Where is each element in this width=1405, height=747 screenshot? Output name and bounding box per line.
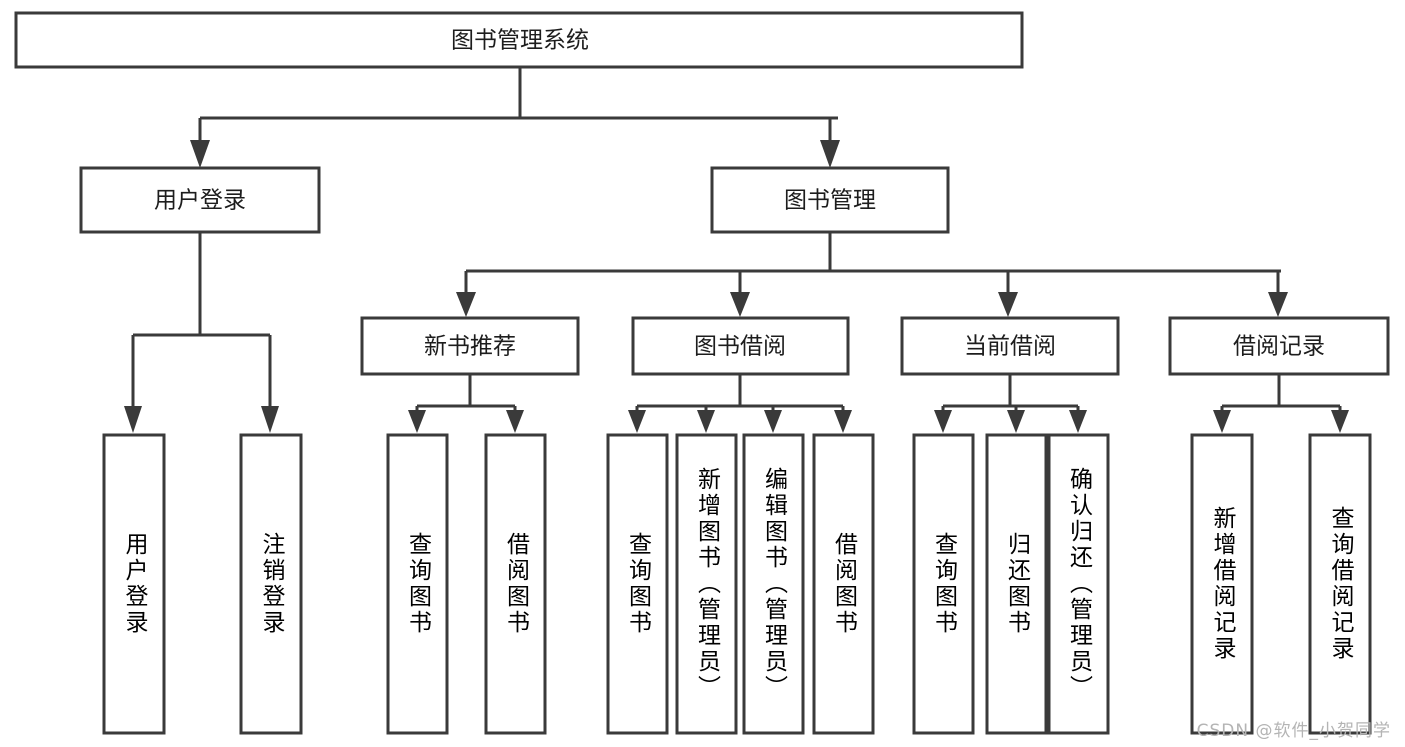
node-root-label: 图书管理系统 [451,28,589,54]
leaf-confirm-return[interactable]: 确认归还（管理员） [1047,433,1110,735]
leaf-user-login-box[interactable] [102,433,166,735]
leaf-return-book-label: 归还图书 [1003,532,1030,636]
leaf-borrow-book-2-box[interactable] [812,433,875,735]
node-user-login[interactable]: 用户登录 [79,166,321,234]
arrow-head-logout-leaf [261,406,279,433]
leaf-query-book-1-label: 查询图书 [404,532,431,636]
leaf-add-record-label: 新增借阅记录 [1209,506,1235,662]
leaf-borrow-book-1[interactable]: 借阅图书 [484,433,547,735]
arrow-head-edit-book [764,410,782,433]
leaf-confirm-return-textwrap: 确认归还（管理员） [1065,467,1092,701]
node-book-borrow[interactable]: 图书借阅 [631,316,850,376]
leaf-add-record-textwrap: 新增借阅记录 [1209,506,1235,662]
arrow-head-query-book-2 [628,410,646,433]
leaf-query-book-1[interactable]: 查询图书 [386,433,449,735]
leaf-query-book-1-textwrap: 查询图书 [404,532,431,636]
arrow-head-to-user-login [190,140,210,168]
leaf-query-book-1-box[interactable] [386,433,449,735]
node-new-book-rec-label: 新书推荐 [424,334,516,360]
leaf-add-record-box[interactable] [1190,433,1254,735]
node-user-login-box[interactable] [79,166,321,234]
node-book-borrow-box[interactable] [631,316,850,376]
arrow-head-to-current-borrow [998,292,1018,317]
leaf-query-book-2[interactable]: 查询图书 [606,433,669,735]
leaf-add-record[interactable]: 新增借阅记录 [1190,433,1254,735]
leaf-borrow-book-1-label: 借阅图书 [502,532,529,636]
leaf-edit-book-label: 编辑图书（管理员） [760,467,787,701]
node-book-mgmt-box[interactable] [710,166,950,234]
leaf-user-login-textwrap: 用户登录 [121,532,147,636]
arrow-head-borrow-book-2 [834,410,852,433]
node-book-borrow-label: 图书借阅 [694,334,786,360]
leaf-query-book-2-textwrap: 查询图书 [624,532,651,636]
node-borrow-record[interactable]: 借阅记录 [1168,316,1390,376]
node-root[interactable]: 图书管理系统 [14,11,1024,69]
node-new-book-rec-box[interactable] [360,316,580,376]
node-new-book-rec[interactable]: 新书推荐 [360,316,580,376]
leaf-query-book-3-textwrap: 查询图书 [930,532,957,636]
leaf-return-book-textwrap: 归还图书 [1003,532,1030,636]
node-borrow-record-box[interactable] [1168,316,1390,376]
arrow-head-add-book [697,410,715,433]
leaf-borrow-book-2[interactable]: 借阅图书 [812,433,875,735]
leaf-confirm-return-box[interactable] [1047,433,1110,735]
leaf-confirm-return-label: 确认归还（管理员） [1065,467,1092,701]
arrow-head-borrow-book-1 [506,410,524,433]
leaf-query-record-label: 查询借阅记录 [1327,506,1353,662]
leaf-borrow-book-2-textwrap: 借阅图书 [830,532,857,636]
leaf-query-book-3-label: 查询图书 [930,532,957,636]
leaf-logout-label: 注销登录 [258,532,284,636]
node-current-borrow-label: 当前借阅 [964,334,1056,360]
arrow-head-to-book-borrow [730,292,750,317]
leaf-add-book-box[interactable] [675,433,738,735]
leaf-return-book[interactable]: 归还图书 [985,433,1048,735]
leaf-query-book-2-label: 查询图书 [624,532,651,636]
leaf-edit-book[interactable]: 编辑图书（管理员） [742,433,805,735]
arrow-head-query-record [1331,410,1349,433]
leaf-add-book-textwrap: 新增图书（管理员） [693,467,720,701]
leaf-return-book-box[interactable] [985,433,1048,735]
leaf-edit-book-textwrap: 编辑图书（管理员） [760,467,787,701]
arrow-head-query-book-3 [934,410,952,433]
leaf-query-record-textwrap: 查询借阅记录 [1327,506,1353,662]
arrow-head-add-record [1213,410,1231,433]
arrow-head-query-book-1 [408,410,426,433]
leaf-borrow-book-1-textwrap: 借阅图书 [502,532,529,636]
leaf-query-book-3-box[interactable] [912,433,975,735]
arrow-head-user-login-leaf [124,406,142,433]
leaf-query-record-box[interactable] [1308,433,1372,735]
node-current-borrow-box[interactable] [900,316,1120,376]
leaf-logout-textwrap: 注销登录 [258,532,284,636]
node-book-mgmt[interactable]: 图书管理 [710,166,950,234]
node-current-borrow[interactable]: 当前借阅 [900,316,1120,376]
leaf-query-book-3[interactable]: 查询图书 [912,433,975,735]
leaf-logout-box[interactable] [239,433,303,735]
arrow-head-return-book [1007,410,1025,433]
leaf-add-book[interactable]: 新增图书（管理员） [675,433,738,735]
leaf-borrow-book-1-box[interactable] [484,433,547,735]
arrow-head-confirm-return [1069,410,1087,433]
arrow-head-to-book-mgmt [820,140,840,168]
leaf-logout[interactable]: 注销登录 [239,433,303,735]
node-user-login-label: 用户登录 [154,188,246,214]
node-borrow-record-label: 借阅记录 [1233,334,1325,360]
node-book-mgmt-label: 图书管理 [784,188,876,214]
arrow-head-to-new-book-rec [456,292,476,317]
node-root-box[interactable] [14,11,1024,69]
connector-layer [124,67,1349,433]
leaf-borrow-book-2-label: 借阅图书 [830,532,857,636]
leaf-query-record[interactable]: 查询借阅记录 [1308,433,1372,735]
leaf-query-book-2-box[interactable] [606,433,669,735]
leaf-add-book-label: 新增图书（管理员） [693,467,720,701]
leaf-user-login-label: 用户登录 [121,532,147,636]
arrow-head-to-borrow-record [1268,292,1288,317]
leaf-user-login[interactable]: 用户登录 [102,433,166,735]
leaf-edit-book-box[interactable] [742,433,805,735]
